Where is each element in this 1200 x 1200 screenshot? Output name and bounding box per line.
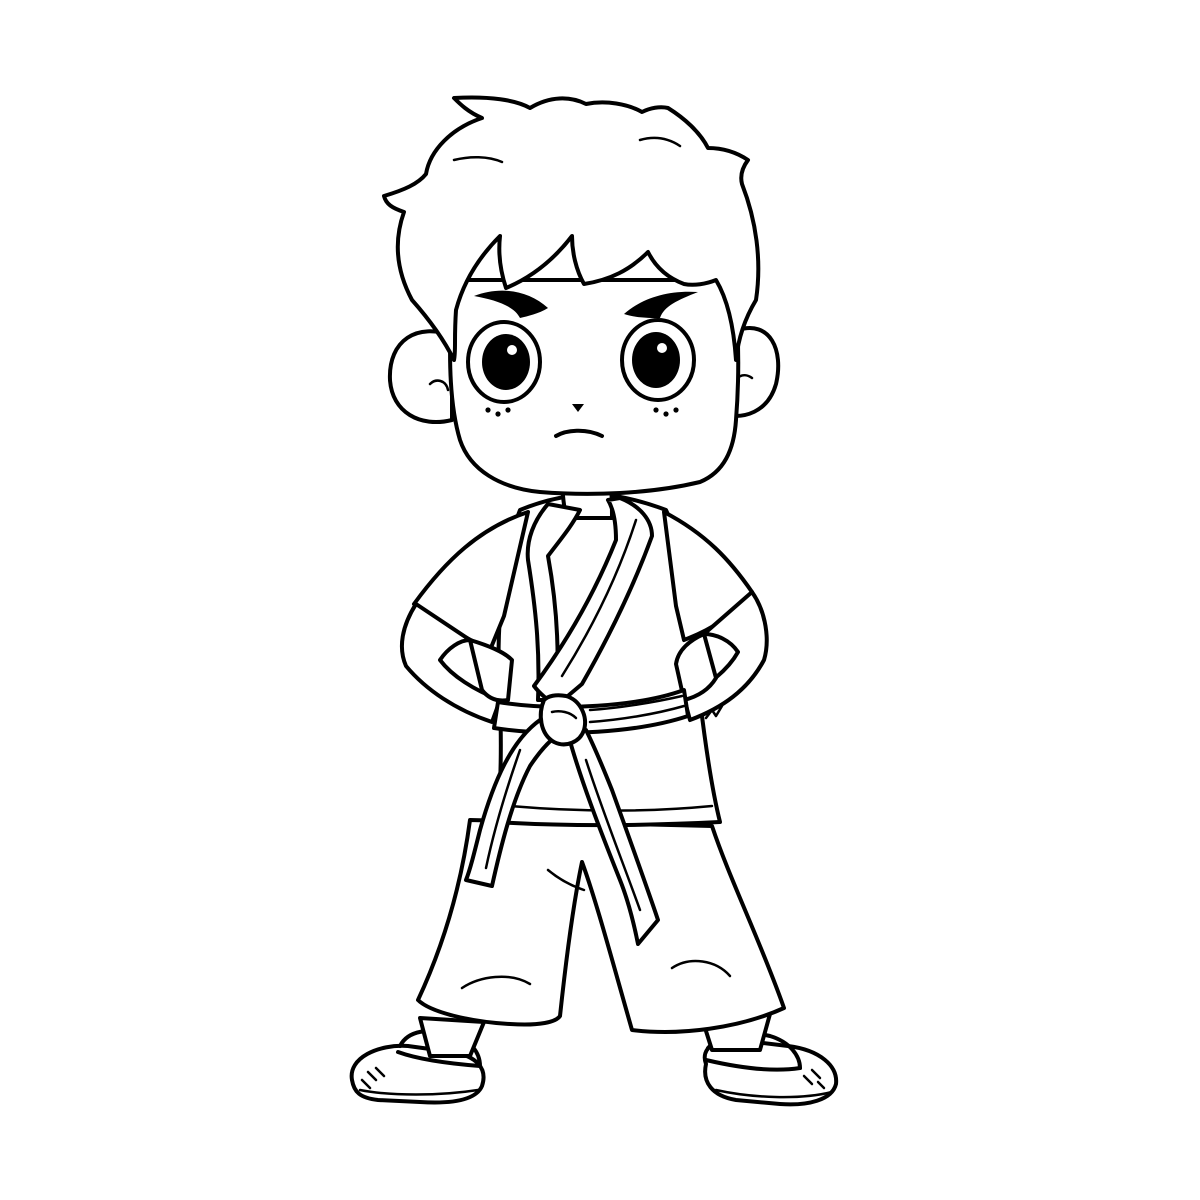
right-eyebrow: [624, 291, 698, 318]
left-arm: [399, 602, 514, 724]
hair: [382, 95, 761, 362]
right-arm: [674, 590, 769, 722]
nose: [572, 404, 584, 412]
left-sandal: [349, 1028, 486, 1105]
right-sandal: [702, 1031, 839, 1107]
left-eye: [466, 320, 542, 404]
karate-belt: [464, 688, 690, 946]
left-ear: [387, 329, 454, 424]
mouth: [554, 428, 604, 438]
head: [382, 95, 781, 496]
freckles: [485, 407, 679, 417]
left-eyebrow: [474, 290, 548, 318]
right-eye: [620, 318, 696, 402]
karate-trousers: [416, 818, 786, 1034]
